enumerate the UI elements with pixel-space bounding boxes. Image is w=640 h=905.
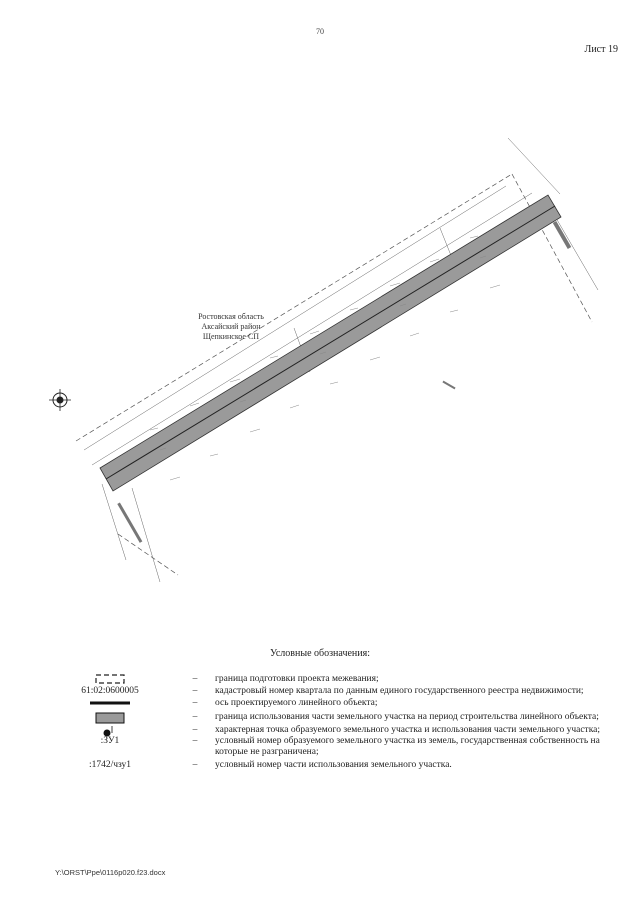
part-number-symbol: :1742/чзу1 xyxy=(88,760,132,770)
file-path-footer: Y:\ORST\Ppe\0116p020.f23.docx xyxy=(55,868,166,877)
region-label-line: Аксайский район xyxy=(201,322,261,331)
legend-text: характерная точка образуемого земельного… xyxy=(215,725,601,735)
legend-dash: – xyxy=(192,736,198,746)
project-boundary-dashed xyxy=(75,173,593,576)
legend-text: ось проектируемого линейного объекта; xyxy=(215,698,378,708)
legend-dash: – xyxy=(192,674,198,684)
sheet-label: Лист 19 xyxy=(584,44,618,55)
legend-item-point: – характерная точка образуемого земельно… xyxy=(40,725,620,737)
parcel-labels-scribbles xyxy=(149,235,501,481)
legend-dash: – xyxy=(192,760,198,770)
linear-object-axis xyxy=(105,205,556,480)
gray-area-symbol xyxy=(40,712,180,728)
legend-item-use-boundary: – граница использования части земельного… xyxy=(40,712,620,726)
legend-text: граница подготовки проекта межевания; xyxy=(215,674,379,684)
rotated-label-marks xyxy=(117,221,572,543)
axis-line-symbol xyxy=(40,698,180,712)
legend-dash: – xyxy=(192,698,198,708)
legend-title: Условные обозначения: xyxy=(269,648,370,659)
page-number: 70 xyxy=(316,27,324,36)
legend-text: условный номер образуемого земельного уч… xyxy=(215,736,600,757)
legend-dash: – xyxy=(192,712,198,722)
cadastral-map xyxy=(49,137,599,583)
legend-text: граница использования части земельного у… xyxy=(215,712,599,722)
legend-dash: – xyxy=(192,725,198,735)
parcel-number-symbol: :ЗУ1 xyxy=(100,736,120,746)
legend-item-boundary: – граница подготовки проекта межевания; xyxy=(40,674,620,686)
region-label-line: Ростовская область xyxy=(198,312,264,321)
legend-text: кадастровый номер квартала по данным еди… xyxy=(215,686,584,696)
legend-item-axis: – ось проектируемого линейного объекта; xyxy=(40,698,620,710)
region-label-line: Щепкинское СП xyxy=(202,332,260,341)
legend-text: условный номер части использования земел… xyxy=(215,760,452,770)
cadastral-lines xyxy=(83,137,599,583)
dashed-boundary-symbol xyxy=(40,674,180,688)
quarter-number-symbol: 61:02:0600005 xyxy=(81,686,139,696)
compass-rose-icon xyxy=(49,389,71,411)
point-symbol xyxy=(40,725,180,741)
legend-dash: – xyxy=(192,686,198,696)
region-label: Ростовская область Аксайский район Щепки… xyxy=(190,312,272,342)
